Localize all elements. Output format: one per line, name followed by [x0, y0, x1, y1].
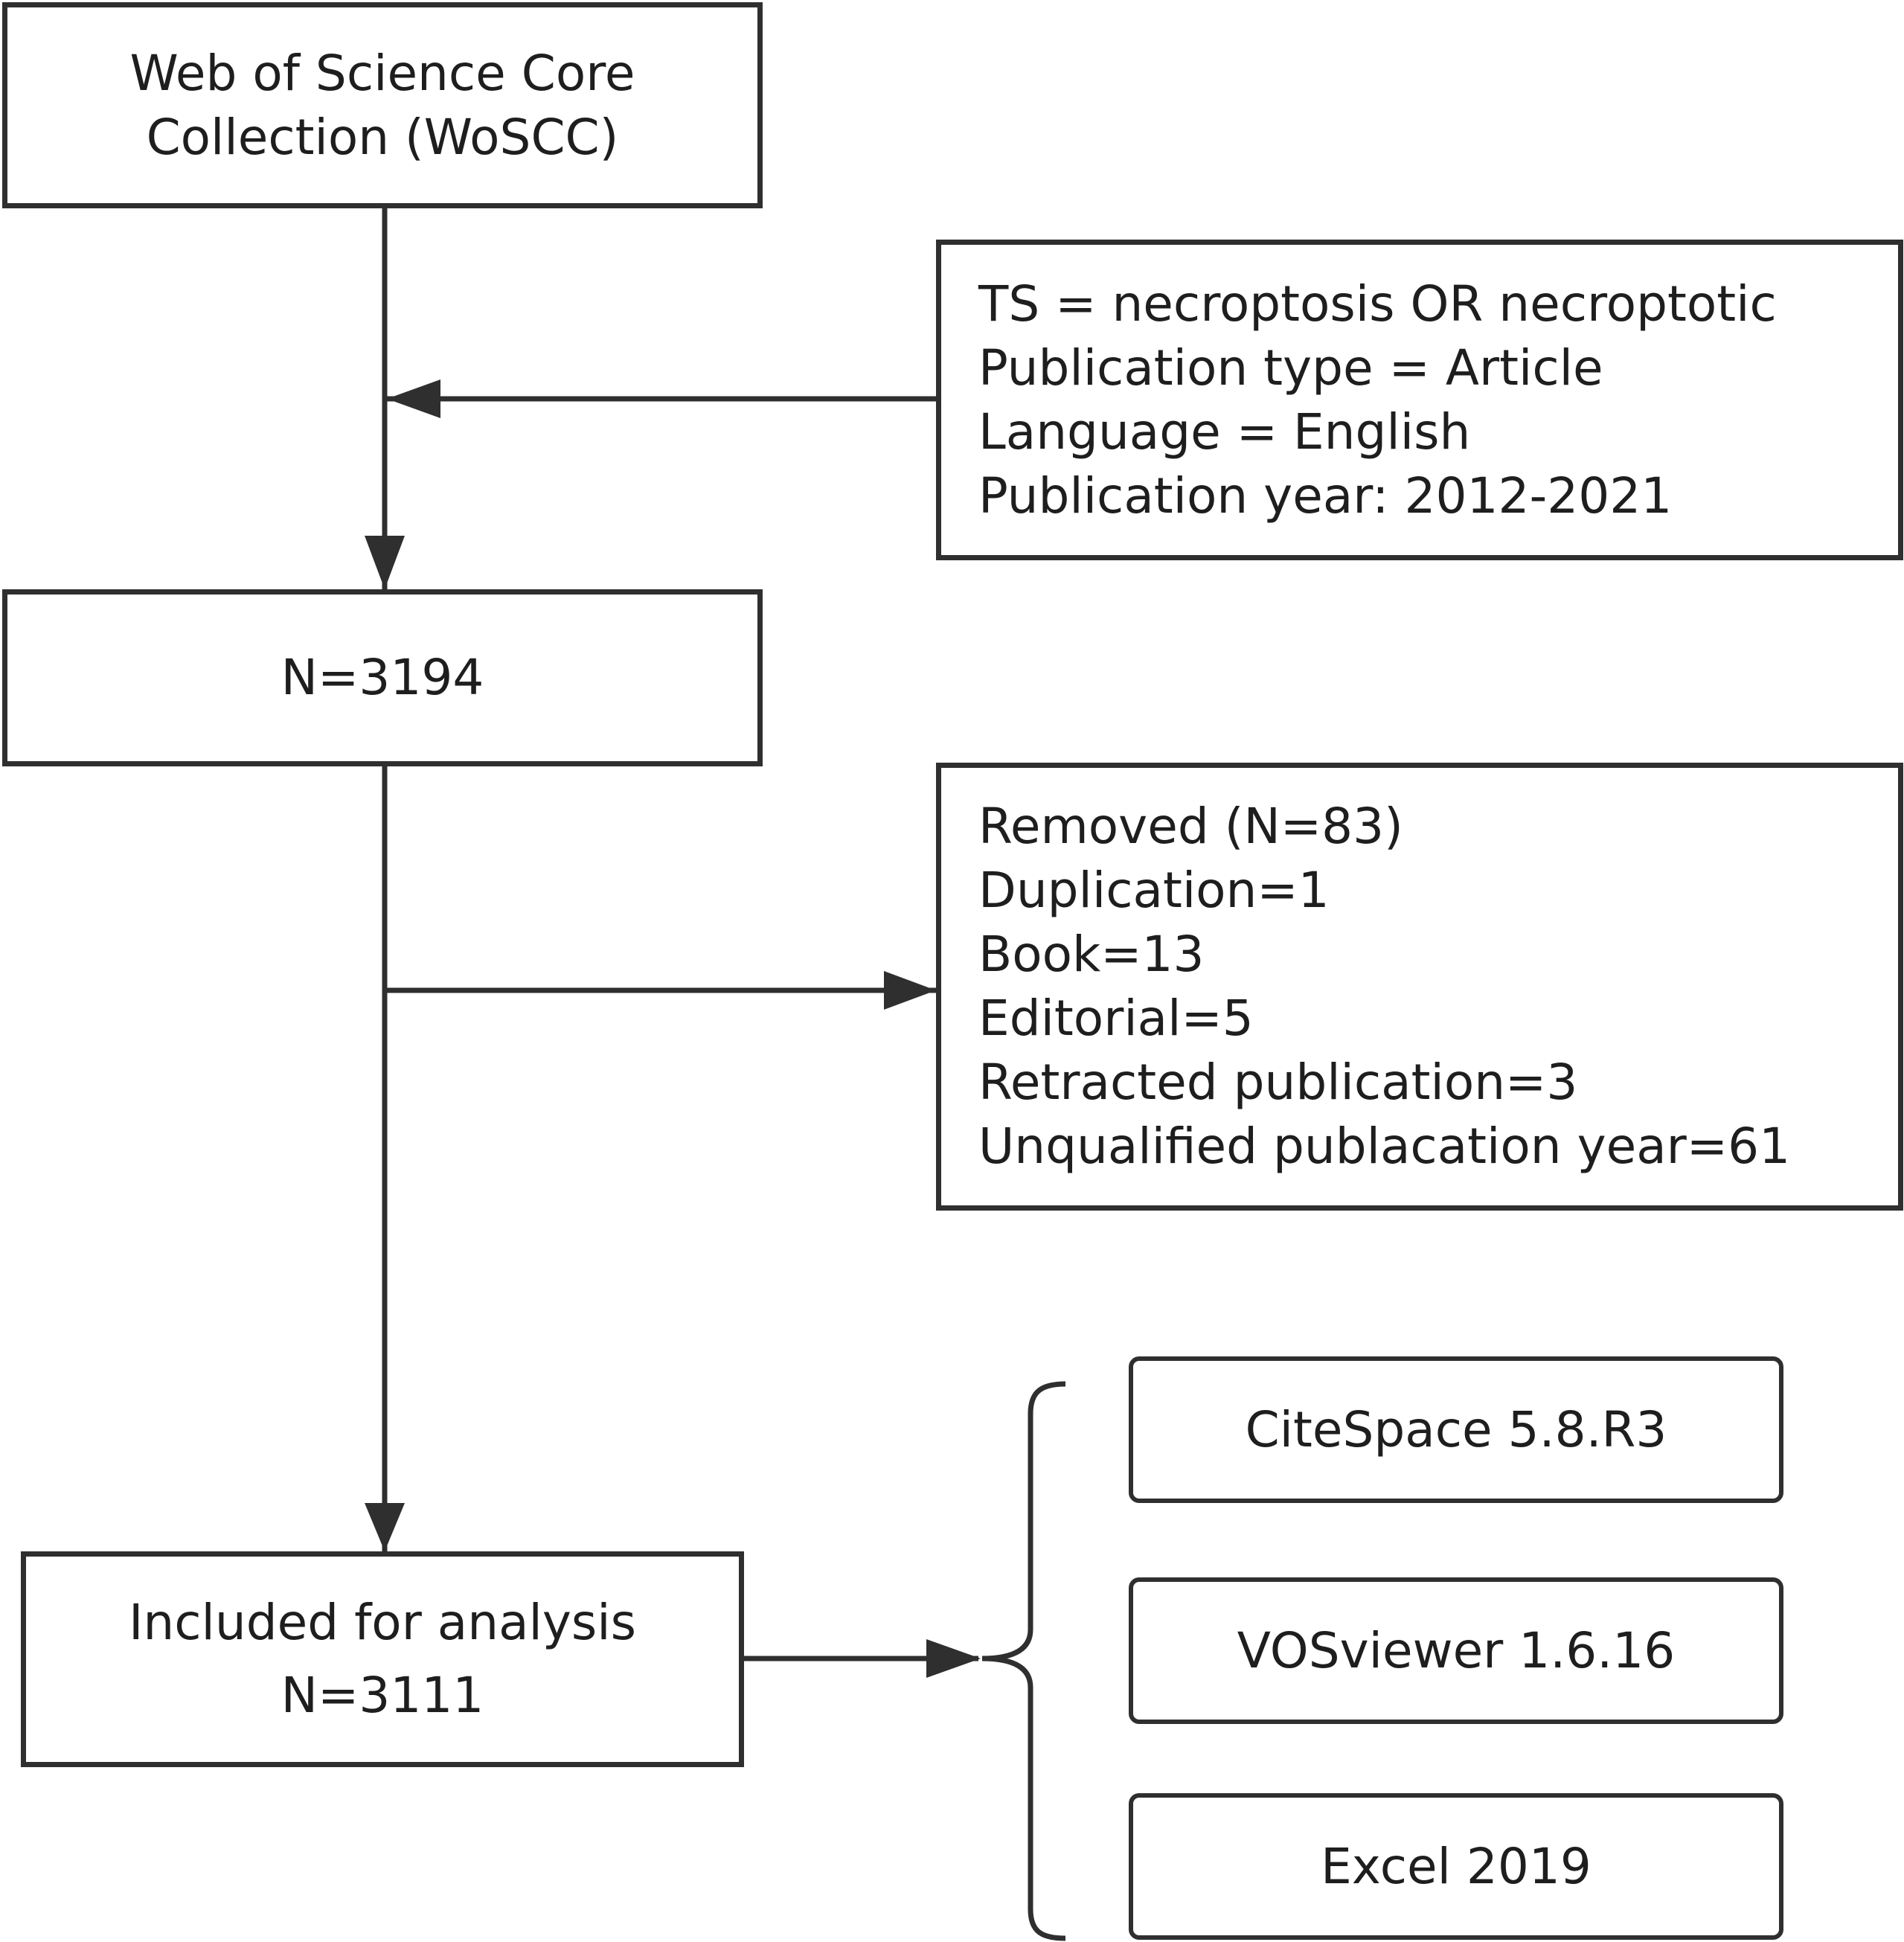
included-box: Included for analysis N=3111	[21, 1551, 744, 1767]
removed-text: Removed (N=83) Duplication=1 Book=13 Edi…	[978, 795, 1790, 1179]
removed-line: Removed (N=83)	[978, 798, 1403, 855]
arrowhead-right-2	[926, 1639, 981, 1678]
removed-box: Removed (N=83) Duplication=1 Book=13 Edi…	[936, 763, 1903, 1211]
vosviewer-box: VOSviewer 1.6.16	[1129, 1577, 1783, 1724]
excel-box: Excel 2019	[1129, 1793, 1783, 1940]
vosviewer-text: VOSviewer 1.6.16	[1237, 1619, 1675, 1683]
initial-count-line: N=3194	[281, 649, 484, 706]
included-line: Included for analysis	[128, 1594, 637, 1651]
citespace-text: CiteSpace 5.8.R3	[1246, 1398, 1667, 1462]
source-text: Web of Science Core Collection (WoSCC)	[129, 42, 635, 170]
arrowhead-left-1	[387, 379, 440, 418]
removed-line: Book=13	[978, 926, 1205, 983]
source-box: Web of Science Core Collection (WoSCC)	[2, 2, 763, 208]
tools-brace	[981, 1381, 1066, 1941]
excel-text: Excel 2019	[1321, 1835, 1592, 1899]
initial-count-text: N=3194	[281, 646, 484, 710]
citespace-box: CiteSpace 5.8.R3	[1129, 1356, 1783, 1503]
vosviewer-label: VOSviewer 1.6.16	[1237, 1621, 1676, 1679]
criteria-line: Publication year: 2012-2021	[978, 467, 1673, 525]
removed-line: Unqualified publacation year=61	[978, 1118, 1791, 1175]
criteria-line: Publication type = Article	[978, 339, 1603, 397]
arrowhead-down-2	[365, 1503, 405, 1551]
arrowhead-down-1	[365, 536, 405, 589]
included-text: Included for analysis N=3111	[129, 1586, 636, 1732]
excel-label: Excel 2019	[1321, 1837, 1592, 1895]
arrowhead-right-1	[884, 971, 936, 1010]
removed-line: Retracted publication=3	[978, 1054, 1578, 1111]
included-line: N=3111	[281, 1667, 484, 1724]
search-criteria-text: TS = necroptosis OR necroptotic Publicat…	[978, 272, 1777, 528]
removed-line: Editorial=5	[978, 990, 1254, 1047]
citespace-label: CiteSpace 5.8.R3	[1245, 1400, 1667, 1458]
removed-line: Duplication=1	[978, 862, 1330, 919]
source-line: Collection (WoSCC)	[146, 108, 619, 166]
criteria-line: TS = necroptosis OR necroptotic	[978, 275, 1777, 333]
initial-count-box: N=3194	[2, 589, 763, 766]
source-line: Web of Science Core	[129, 44, 635, 102]
search-criteria-box: TS = necroptosis OR necroptotic Publicat…	[936, 240, 1903, 560]
criteria-line: Language = English	[978, 403, 1471, 461]
